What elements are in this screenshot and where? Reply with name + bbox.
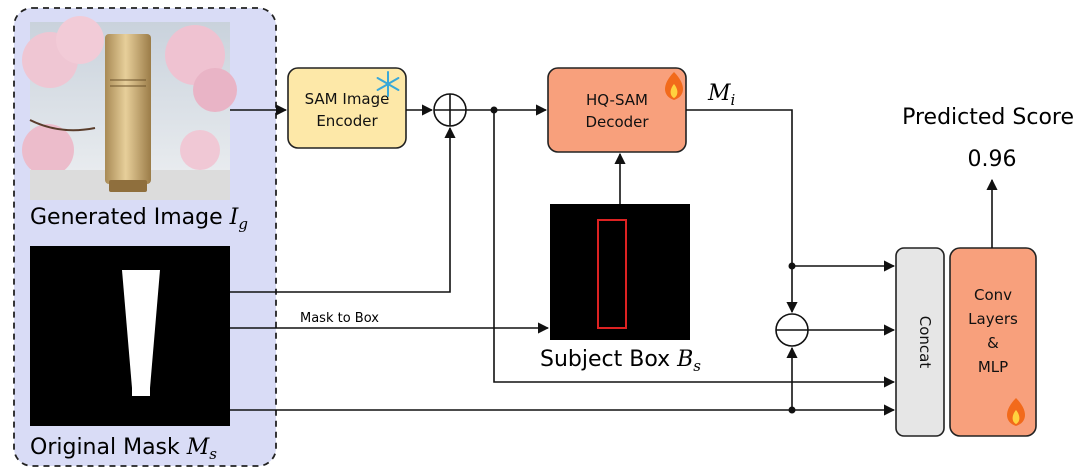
- conv-label-3: &: [987, 334, 999, 352]
- predicted-score-value: 0.96: [968, 147, 1017, 172]
- hq-sam-decoder: [547, 67, 687, 153]
- subject-box-image: [550, 204, 690, 340]
- connectors: [230, 104, 998, 416]
- sam-image-encoder: [287, 67, 407, 149]
- snowflake-icon: [376, 71, 400, 97]
- sam-encoder-label-1: SAM Image: [305, 90, 390, 108]
- decoder-label-1: HQ-SAM: [586, 91, 648, 109]
- decoder-label-2: Decoder: [585, 113, 649, 131]
- fire-icon: [1007, 398, 1025, 426]
- subtract-operator-icon: [775, 313, 809, 347]
- add-operator-icon: [433, 93, 467, 127]
- predicted-score-title: Predicted Score: [902, 105, 1074, 130]
- decoder-output-label: Mi: [707, 81, 736, 109]
- sam-encoder-label-2: Encoder: [316, 112, 378, 130]
- conv-label-4: MLP: [978, 358, 1008, 376]
- concat-label: Concat: [916, 316, 934, 369]
- subject-box-label: Subject Box Bs: [540, 347, 701, 375]
- mask-to-box-label: Mask to Box: [300, 311, 379, 326]
- original-mask-image: [30, 246, 230, 426]
- original-mask-label: Original Mask Ms: [30, 435, 217, 463]
- conv-mlp-block: [949, 247, 1037, 437]
- generated-image-label: Generated Image Ig: [30, 205, 248, 233]
- concat-block: [895, 247, 945, 437]
- fire-icon: [665, 72, 683, 100]
- generated-image: [22, 16, 237, 200]
- conv-label-2: Layers: [968, 310, 1018, 328]
- conv-label-1: Conv: [974, 286, 1012, 304]
